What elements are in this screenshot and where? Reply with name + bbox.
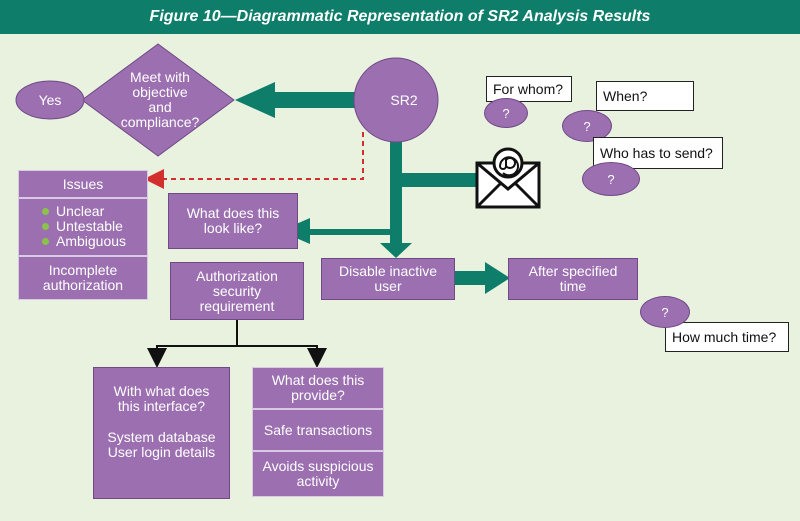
sr2-text: SR2 [390, 91, 418, 108]
arrow-to-what-look [280, 218, 402, 244]
how-much-time-mark-text: ? [661, 304, 669, 320]
what-look-line-1: What does this [186, 205, 280, 221]
how-much-time-box: How much time? [665, 322, 789, 352]
for-whom-text: For whom? [493, 81, 564, 97]
what-look-line-2: look like? [203, 220, 263, 236]
provide-q-1: What does [271, 372, 339, 388]
decision-line-4: compliance? [120, 114, 200, 130]
disable-line-2: user [374, 278, 402, 294]
disable-line-1: Disable inactive [338, 263, 438, 279]
who-send-mark: ? [582, 162, 640, 196]
provide-avoids-2: activity [296, 473, 340, 489]
after-line-2: time [559, 278, 587, 294]
yes-ellipse [15, 80, 85, 120]
issues-footer: Incomplete authorization [18, 256, 148, 300]
decision-line-3: and [148, 99, 172, 115]
issues-header: Issues [18, 170, 148, 198]
interface-box: With what does this interface? System da… [93, 367, 230, 499]
after-time-box: After specified time [508, 258, 638, 300]
interface-detail-2: User login details [107, 444, 216, 460]
issues-footer-line-2: authorization [42, 277, 124, 293]
provide-safe: Safe transactions [252, 409, 384, 451]
provide-q-2: this provide? [291, 372, 365, 403]
auth-line-3: requirement [199, 297, 275, 314]
sr2-circle [353, 57, 439, 143]
dashed-sr2-to-issues [144, 132, 364, 189]
provide-safe-text: Safe transactions [263, 421, 373, 438]
arrow-sr2-to-decision [235, 82, 365, 118]
provide-avoids-1: Avoids suspicious [262, 458, 374, 474]
who-send-mark-text: ? [607, 171, 615, 187]
decision-label: Meet with objective and compliance? [104, 62, 216, 138]
how-much-time-text: How much time? [672, 329, 777, 345]
interface-detail-1: System database [107, 429, 216, 445]
yes-text: Yes [38, 91, 62, 108]
connector-auth-split [157, 320, 318, 360]
interface-q-2: this interface? [117, 398, 206, 414]
sr2-label: SR2 [362, 86, 446, 114]
for-whom-box: For whom? [486, 76, 572, 102]
issue-unclear: Unclear [40, 204, 126, 219]
when-mark-text: ? [583, 118, 591, 134]
arrow-disable-to-after [455, 262, 510, 294]
auth-req-box: Authorization security requirement [170, 262, 304, 320]
yes-label: Yes [20, 88, 80, 112]
when-mark: ? [562, 110, 612, 142]
issues-header-text: Issues [62, 175, 104, 192]
issues-bullet-list: Unclear Untestable Ambiguous [40, 204, 126, 249]
issue-ambiguous: Ambiguous [40, 234, 126, 249]
decision-line-2: objective [132, 84, 188, 100]
decision-diamond [81, 43, 235, 157]
issues-bullets-cell [18, 198, 148, 256]
envelope-icon [475, 147, 541, 209]
disable-user-box: Disable inactive user [321, 258, 455, 300]
auth-line-2: security [212, 282, 262, 299]
arrow-to-email [390, 164, 525, 196]
how-much-time-mark: ? [640, 296, 690, 328]
after-line-1: After specified [528, 263, 618, 279]
for-whom-mark-text: ? [502, 105, 510, 121]
when-text: When? [603, 88, 648, 104]
for-whom-mark: ? [484, 98, 528, 128]
auth-line-1: Authorization [196, 267, 278, 284]
arrow-sr2-to-disable [380, 140, 412, 258]
figure-title: Figure 10—Diagrammatic Representation of… [149, 8, 651, 25]
when-box: When? [596, 81, 694, 111]
what-look-box: What does this look like? [168, 193, 298, 249]
provide-avoids: Avoids suspicious activity [252, 451, 384, 497]
issue-untestable: Untestable [40, 219, 126, 234]
decision-line-1: Meet with [130, 69, 190, 85]
who-send-text: Who has to send? [600, 145, 713, 161]
issues-footer-line-1: Incomplete [48, 262, 118, 278]
interface-q-1: With what does [113, 383, 210, 399]
provide-question: What does this provide? [252, 367, 384, 409]
